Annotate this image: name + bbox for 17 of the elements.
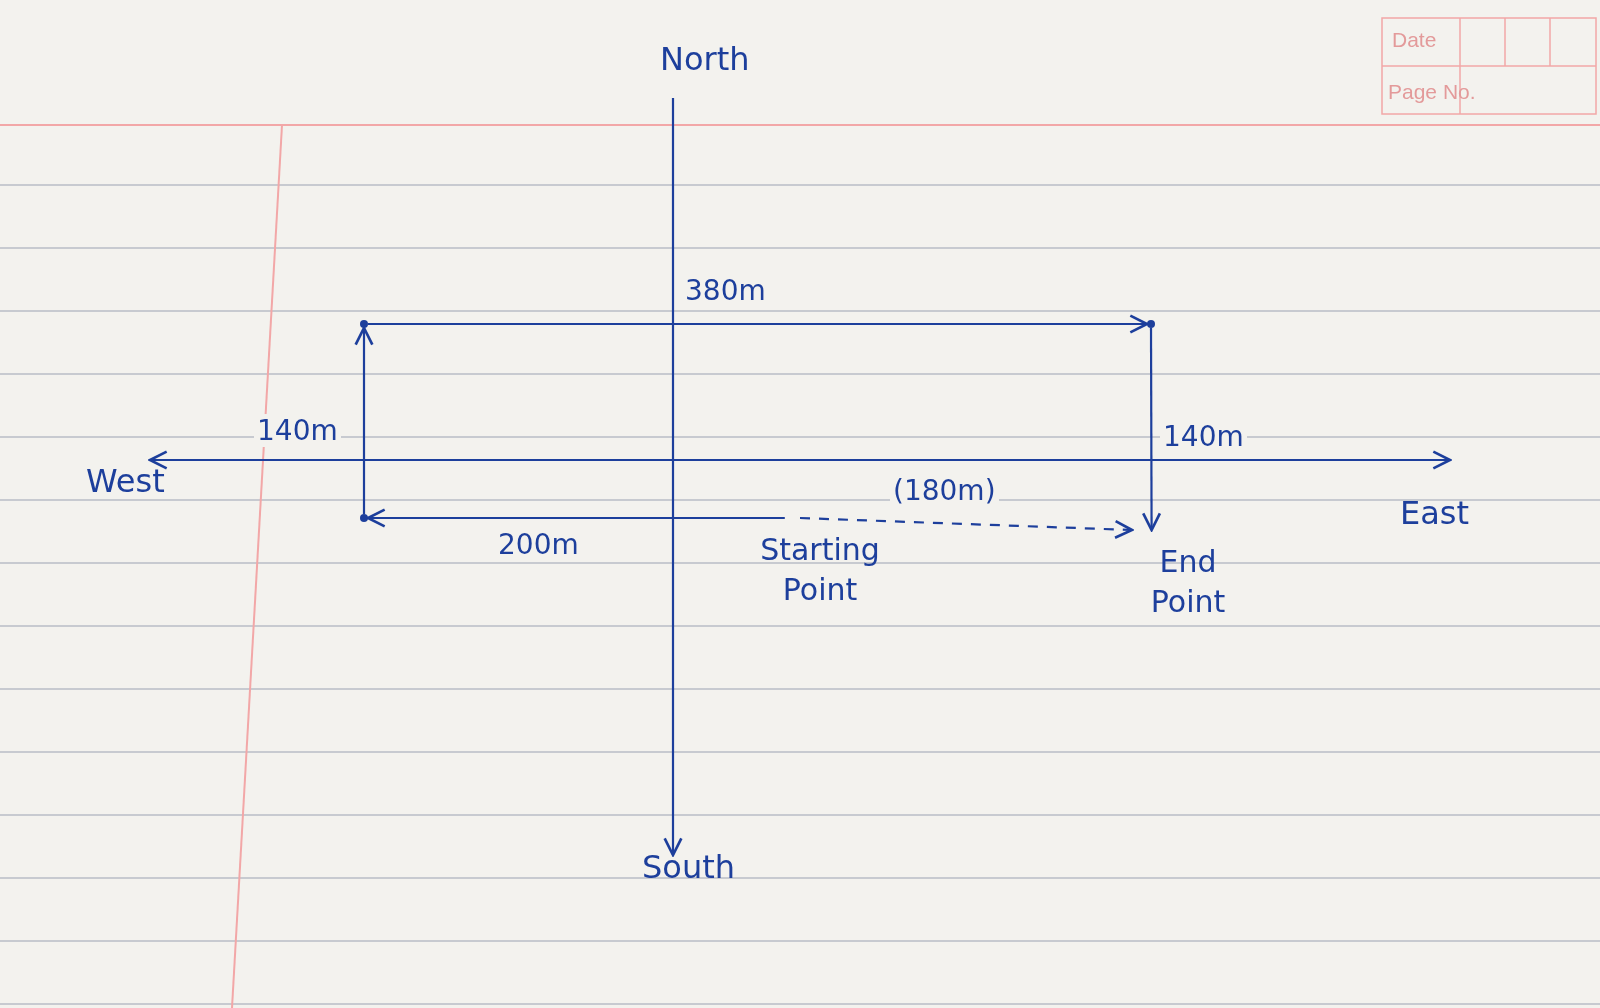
direction-label: West	[86, 462, 165, 500]
distance-label: 140m	[254, 414, 341, 447]
header-label: Page No.	[1388, 80, 1476, 104]
direction-label: East	[1400, 494, 1470, 532]
route-arrow	[1141, 328, 1162, 532]
route-corner-dot	[360, 514, 368, 522]
route-arrow	[354, 326, 374, 514]
direction-label: North	[660, 40, 750, 78]
direction-label: South	[642, 848, 735, 886]
route-arrow	[368, 314, 1149, 334]
route-arrow	[366, 508, 785, 528]
route-arrow	[799, 516, 1134, 540]
header-label: Date	[1392, 28, 1437, 52]
place-label: End Point	[1149, 543, 1227, 621]
place-label: Starting Point	[759, 531, 881, 609]
route-corner-dot	[1147, 320, 1155, 328]
route-corner-dot	[360, 320, 368, 328]
